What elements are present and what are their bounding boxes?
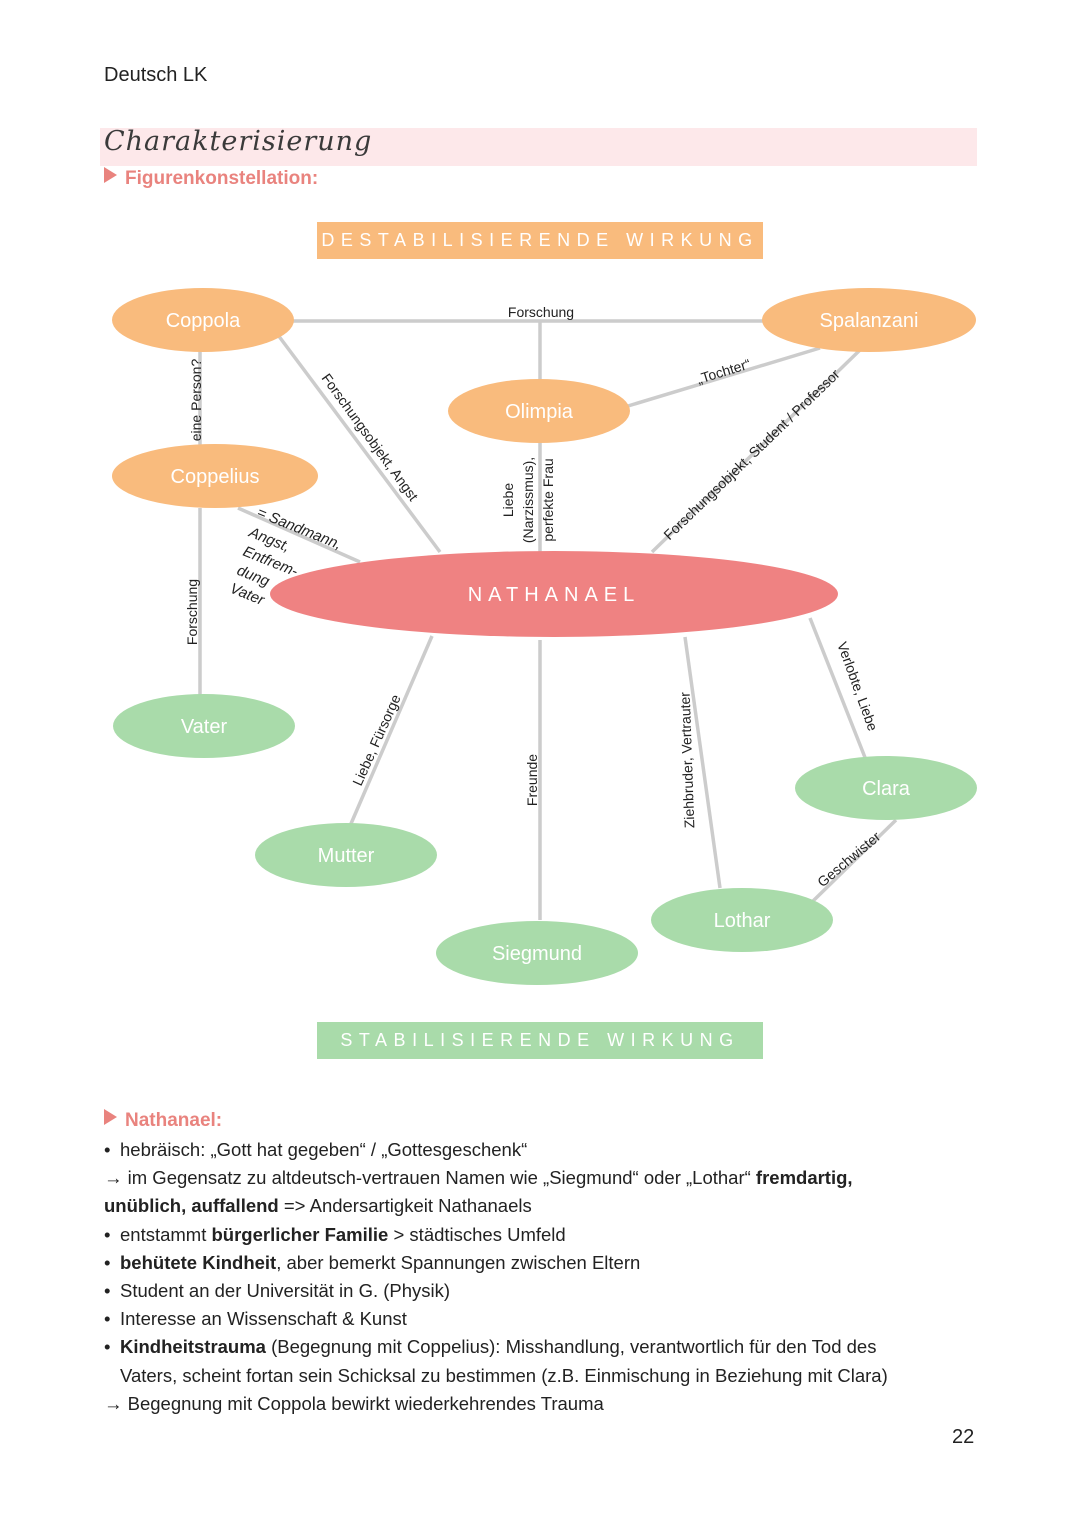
node-mutter	[255, 823, 437, 887]
edge-label-forschungsobjekt-angst: Forschungsobjekt, Angst	[319, 370, 422, 504]
label-clara: Clara	[862, 778, 911, 800]
edge-label-perfekte-frau: perfekte Frau	[540, 458, 556, 541]
note-coppola-trauma: → Begegnung mit Coppola bewirkt wiederke…	[104, 1392, 604, 1414]
note-interesse: Interesse an Wissenschaft & Kunst	[104, 1305, 984, 1333]
diagram-edges	[198, 319, 898, 920]
page-number: 22	[952, 1426, 975, 1448]
edge-nathanael-clara	[808, 617, 868, 761]
subtitle: Figurenkonstellation:	[104, 167, 318, 190]
note-student: Student an der Universität in G. (Physik…	[104, 1277, 984, 1305]
note-kindheitstrauma-cont: Vaters, scheint fortan sein Schicksal zu…	[120, 1364, 888, 1386]
node-coppola	[112, 288, 294, 352]
edge-label-freunde: Freunde	[524, 754, 540, 806]
edge-coppelius-nathanael	[237, 506, 361, 564]
edge-label-liebe: Liebe	[500, 483, 516, 517]
edge-label-tochter: „Tochter“	[695, 355, 753, 387]
label-olimpia: Olimpia	[505, 401, 574, 423]
label-mutter: Mutter	[318, 845, 375, 867]
edge-label-ziehbruder: Ziehbruder, Vertrauter	[677, 692, 698, 829]
node-clara	[795, 756, 977, 820]
subtitle-label: Figurenkonstellation:	[125, 168, 319, 189]
edge-spalanzani-nathanael	[650, 348, 862, 554]
node-siegmund	[436, 921, 638, 985]
note-kindheitstrauma: Kindheitstrauma (Begegnung mit Coppelius…	[104, 1333, 984, 1361]
title-highlight	[100, 128, 977, 166]
character-notes: hebräisch: „Gott hat gegeben“ / „Gottesg…	[104, 1136, 984, 1418]
edge-olimpia-spalanzani	[627, 346, 821, 408]
section-heading-label: Nathanael:	[125, 1110, 223, 1131]
note-kindheit: behütete Kindheit, aber bemerkt Spannung…	[104, 1249, 984, 1277]
diagram-nodes	[112, 288, 977, 985]
label-spalanzani: Spalanzani	[820, 310, 919, 332]
edge-nathanael-lothar	[683, 636, 722, 889]
label-nathanael: NATHANAEL	[468, 584, 641, 606]
edge-label-narzissmus: (Narzissmus),	[520, 457, 536, 543]
triangle-icon	[104, 167, 117, 183]
edge-label-eine-person: eine Person?	[188, 359, 204, 442]
label-coppelius: Coppelius	[171, 466, 260, 488]
edge-label-forschung: Forschung	[508, 304, 574, 320]
node-labels: Coppola Spalanzani Olimpia Coppelius NAT…	[166, 310, 919, 965]
node-olimpia	[448, 379, 630, 443]
note-hebraeisch: hebräisch: „Gott hat gegeben“ / „Gottesg…	[104, 1136, 984, 1164]
band-stabilizing: STABILISIERENDE WIRKUNG	[317, 1022, 763, 1059]
edge-label-forschungsobjekt-student: Forschungsobjekt, Student / Professor	[660, 366, 843, 543]
edge-nathanael-mutter	[348, 635, 434, 827]
triangle-icon	[104, 1109, 117, 1125]
note-gegensatz: → im Gegensatz zu altdeutsch-vertrauen N…	[104, 1167, 853, 1189]
edge-label-verlobte: Verlobte, Liebe	[834, 640, 881, 733]
node-nathanael	[270, 551, 838, 637]
label-vater: Vater	[181, 716, 228, 738]
label-coppola: Coppola	[166, 310, 241, 332]
label-lothar: Lothar	[714, 910, 771, 932]
page-title: Charakterisierung	[104, 126, 373, 157]
edge-label-geschwister: Geschwister	[814, 828, 884, 890]
edge-coppola-nathanael	[276, 333, 442, 554]
node-lothar	[651, 888, 833, 952]
node-vater	[113, 694, 295, 758]
band-destabilizing: DESTABILISIERENDE WIRKUNG	[317, 222, 763, 259]
note-gegensatz-cont: unüblich, auffallend => Andersartigkeit …	[104, 1195, 532, 1217]
node-coppelius	[112, 444, 318, 508]
edge-label-liebe-fuersorge: Liebe, Fürsorge	[349, 692, 404, 788]
section-heading: Nathanael:	[104, 1109, 222, 1132]
node-spalanzani	[762, 288, 976, 352]
edge-label-forschung-vater: Forschung	[184, 579, 200, 645]
label-siegmund: Siegmund	[492, 943, 582, 965]
note-familie: entstammt bürgerlicher Familie > städtis…	[104, 1221, 984, 1249]
header-course: Deutsch LK	[104, 64, 208, 86]
edge-clara-lothar	[810, 818, 898, 904]
